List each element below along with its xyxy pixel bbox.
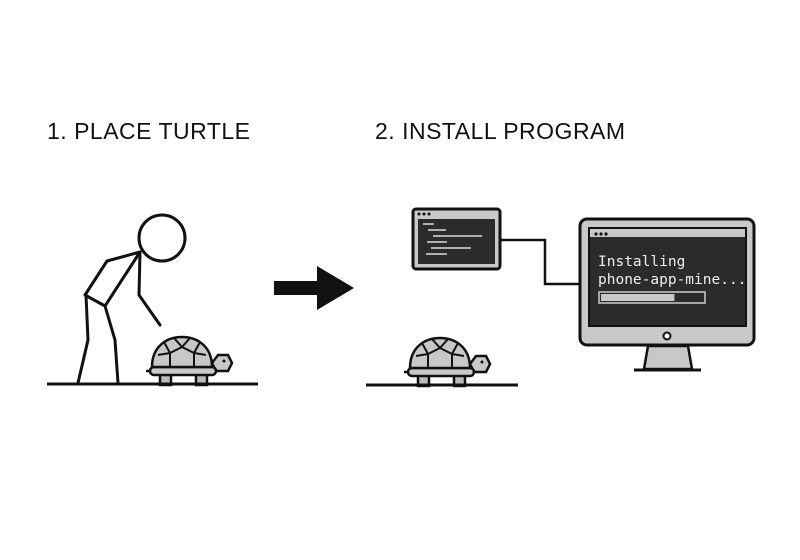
step-1-heading: 1. PLACE TURTLE <box>47 118 251 144</box>
code-window <box>411 207 502 271</box>
power-button-icon <box>662 331 672 341</box>
connection-cable <box>500 238 580 286</box>
progress-bar-fill <box>601 294 675 301</box>
install-status-line1: Installing <box>598 254 685 270</box>
install-status-line2: phone-app-mine... <box>598 272 746 288</box>
monitor: Installing phone-app-mine... <box>578 217 756 372</box>
turtle-right <box>402 336 492 388</box>
step-2-heading: 2. INSTALL PROGRAM <box>375 118 626 144</box>
arrow-right-icon <box>274 266 354 310</box>
turtle-left <box>144 335 234 387</box>
stick-figure <box>76 213 187 385</box>
